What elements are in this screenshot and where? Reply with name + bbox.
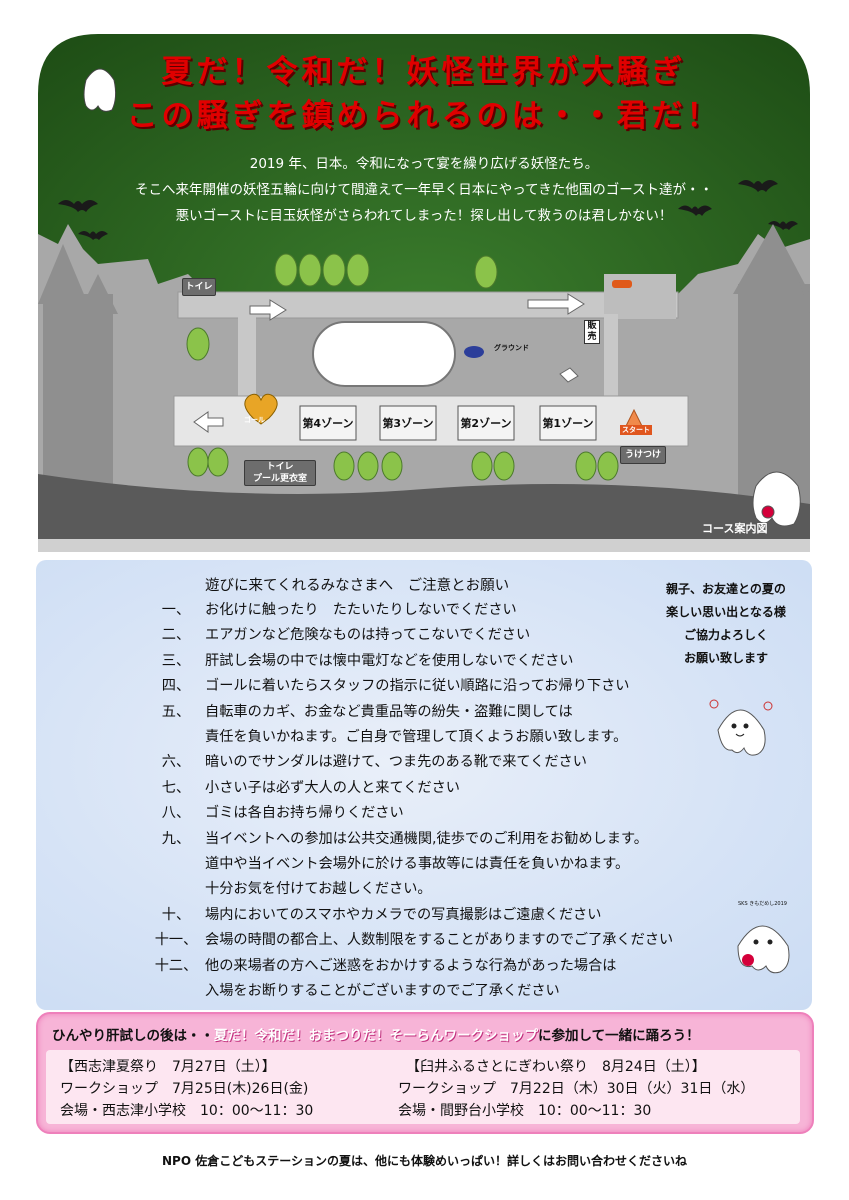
rule-number: 七、 (161, 779, 191, 796)
rule-text: お化けに触ったり たたいたりしないでください (205, 602, 517, 618)
west-venue: 会場・西志津小学校 10：00～11：30 (60, 1103, 314, 1119)
rule-number: 九、 (161, 830, 191, 847)
story-line-3: 悪いゴーストに目玉妖怪がさらわれてしまった！探し出して救うのは君しかない！ (175, 208, 673, 224)
usui-festival-title: 【臼井ふるさとにぎわい祭り 8月24日（土）】 (406, 1059, 706, 1075)
rule-number: 六、 (161, 754, 191, 771)
rule-text: エアガンなど危険なものは持ってこないでください (205, 627, 531, 644)
workshop-head-post: に参加して一緒に踊ろう！ (538, 1028, 700, 1044)
zone-4-label: 第4ゾーン (302, 417, 354, 430)
rule-text: 道中や当イベント会場外に於ける事故等には責任を負いかねます。 (205, 856, 630, 872)
side-message-line-1: 親子、お友達との夏の (666, 582, 786, 596)
ghost-icon-top-left (83, 68, 117, 112)
story-line-1: 2019 年、日本。令和になって宴を繰り広げる妖怪たち。 (249, 156, 599, 172)
rule-text: 十分お気を付けてお越しください。 (205, 881, 432, 898)
rule-text: 責任を負いかねます。ご自身で管理して頂くようお願い致します。 (205, 729, 628, 745)
rule-number: 二、 (161, 627, 191, 644)
toilet-top-sign: トイレ (182, 278, 216, 296)
goal-label: ゴール (244, 416, 265, 424)
side-message-line-4: お願い致します (683, 651, 768, 665)
workshop-details: 【西志津夏祭り 7月27日（土）】 ワークショップ 7月25日(木)26日(金)… (46, 1050, 800, 1124)
rule-text: 暗いのでサンダルは避けて、つま先のある靴で来てください (205, 754, 587, 771)
rule-number: 十二、 (154, 957, 198, 974)
rule-number: 四、 (161, 678, 191, 695)
rule-text: 他の来場者の方へご迷惑をおかけするような行為があった場合は (205, 957, 617, 974)
rule-text: 自転車のカギ、お金など貴重品等の紛失・盗難に関しては (205, 703, 573, 720)
haunted-scene-illustration (38, 34, 810, 552)
ground-label: グラウンド (494, 344, 529, 352)
rules-title: 遊びに来てくれるみなさまへ ご注意とお願い (205, 578, 510, 594)
rule-text: 小さい子は必ず大人の人と来てください (205, 779, 460, 796)
rule-text: 場内においてのスマホやカメラでの写真撮影はご遠慮ください (205, 906, 602, 923)
workshop-headline: ひんやり肝試しの後は・・夏だ！令和だ！おまつりだ！そーらんワークショップに参加し… (52, 1024, 700, 1044)
story-line-2: そこへ来年開催の妖怪五輪に向けて間違えて一年早く日本にやってきた他国のゴースト達… (134, 182, 714, 198)
west-festival-title: 【西志津夏祭り 7月27日（土）】 (60, 1059, 276, 1075)
ghost-icon-course (752, 471, 801, 527)
rule-text: 肝試し会場の中では懐中電灯などを使用しないでください (205, 652, 574, 669)
title-line-1: 夏だ！令和だ！妖怪世界が大騒ぎ (161, 54, 687, 90)
side-message: 親子、お友達との夏の 楽しい思い出となる様 ご協力よろしく お願い致します (642, 578, 810, 670)
rule-number: 三、 (161, 652, 191, 669)
bat-icons (58, 180, 798, 240)
pool-changing-room-label: プール更衣室 (252, 474, 307, 484)
rule-text: ゴールに着いたらスタッフの指示に従い順路に沿ってお帰り下さい (205, 678, 630, 695)
zone-3-label: 第3ゾーン (382, 417, 434, 430)
sales-sign: 販売 (584, 320, 600, 344)
usui-venue: 会場・間野台小学校 10：00～11：30 (398, 1103, 652, 1119)
footer-note: NPO 佐倉こどもステーションの夏は、他にも体験めいっぱい！詳しくはお問い合わせ… (162, 1154, 687, 1168)
workshop-head-pre: ひんやり肝試しの後は・・ (52, 1028, 214, 1044)
ghost-badge-label: SKS きもだめし2019 (738, 901, 787, 907)
rule-text: 当イベントへの参加は公共交通機関,徒歩でのご利用をお勧めします。 (205, 830, 648, 847)
rule-text: 入場をお断りすることがございますのでご了承ください (205, 983, 560, 999)
west-workshop-dates: ワークショップ 7月25日(木)26日(金) (60, 1081, 309, 1097)
toilet-pool-sign: トイレ プール更衣室 (244, 460, 316, 486)
course-map-caption: コース案内図 (702, 522, 768, 535)
rule-number: 八、 (161, 805, 191, 822)
ghost-mascot-icon (737, 925, 790, 974)
reception-sign: うけつけ (620, 446, 666, 464)
zone-2-label: 第2ゾーン (460, 417, 512, 430)
rule-text: 会場の時間の都合上、人数制限をすることがありますのでご了承ください (205, 932, 674, 949)
workshop-head-highlight: 夏だ！令和だ！おまつりだ！そーらんワークショップ (214, 1028, 538, 1044)
rule-text: ゴミは各自お持ち帰りください (205, 805, 404, 822)
usui-workshop-dates: ワークショップ 7月22日（木）30日（火）31日（水） (398, 1081, 755, 1097)
notice-background (36, 560, 812, 1010)
rule-number: 五、 (161, 703, 191, 720)
ghost-icon-side (709, 699, 773, 756)
workshop-box: ひんやり肝試しの後は・・夏だ！令和だ！おまつりだ！そーらんワークショップに参加し… (36, 1012, 814, 1134)
rule-number: 十一、 (154, 932, 198, 949)
title-line-2: この騒ぎを鎮められるのは・・君だ！ (126, 98, 722, 134)
toilet-bottom-label: トイレ (266, 462, 294, 472)
zone-1-label: 第1ゾーン (542, 417, 594, 430)
rule-number: 一、 (161, 602, 191, 618)
rule-number: 十、 (161, 906, 191, 923)
side-message-line-3: ご協力よろしく (683, 628, 768, 642)
course-map-panel: 夏だ！令和だ！妖怪世界が大騒ぎ この騒ぎを鎮められるのは・・君だ！ 2019 年… (38, 34, 810, 552)
side-message-line-2: 楽しい思い出となる様 (666, 605, 786, 619)
start-label: スタート (620, 425, 652, 435)
